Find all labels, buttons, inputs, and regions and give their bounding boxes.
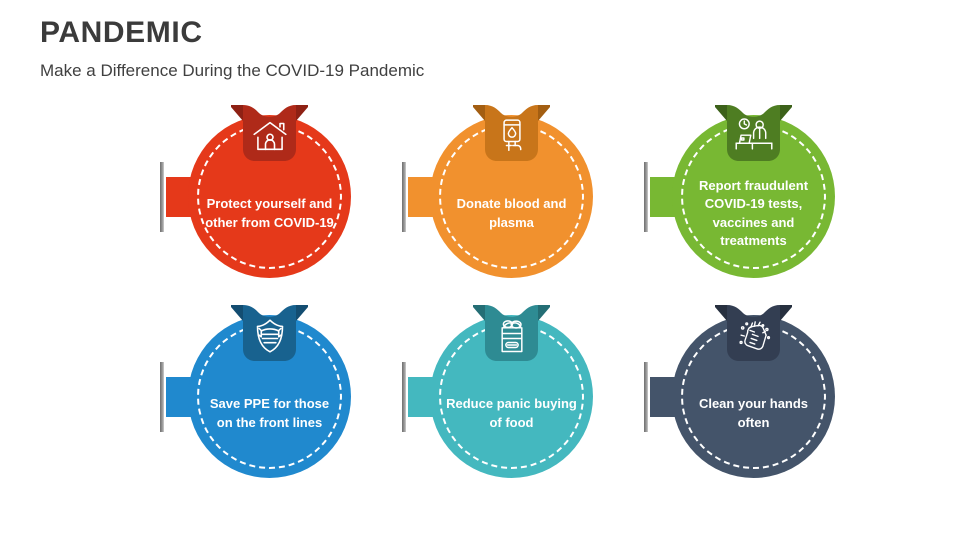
blood-bag-icon — [473, 113, 550, 159]
grocery-bag-icon — [473, 313, 550, 359]
page-title: PANDEMIC — [40, 16, 203, 49]
card-tail-endcap — [644, 362, 648, 432]
card-tail-endcap — [402, 162, 406, 232]
page-subtitle: Make a Difference During the COVID-19 Pa… — [40, 61, 425, 80]
infographic-card[interactable]: Save PPE for those on the front lines — [130, 305, 380, 495]
header: PANDEMIC Make a Difference During the CO… — [40, 16, 424, 81]
card-label: Report fraudulent COVID-19 tests, vaccin… — [698, 177, 809, 248]
infographic-grid: Protect yourself and other from COVID-19… — [0, 105, 960, 525]
infographic-card[interactable]: Report fraudulent COVID-19 tests, vaccin… — [614, 105, 864, 295]
clock-desk-worker-icon — [715, 113, 792, 159]
card-ribbon-tab — [473, 105, 550, 177]
card-tail-endcap — [644, 162, 648, 232]
card-ribbon-tab — [715, 305, 792, 377]
infographic-card[interactable]: Reduce panic buying of food — [372, 305, 622, 495]
card-tail-endcap — [160, 162, 164, 232]
card-label: Clean your hands often — [698, 396, 809, 430]
card-ribbon-tab — [231, 305, 308, 377]
washing-hands-icon — [715, 313, 792, 359]
infographic-card[interactable]: Donate blood and plasma — [372, 105, 622, 295]
card-ribbon-tab — [231, 105, 308, 177]
card-label: Donate blood and plasma — [456, 196, 567, 230]
card-label: Protect yourself and other from COVID-19 — [205, 196, 334, 230]
infographic-card[interactable]: Clean your hands often — [614, 305, 864, 495]
card-tail-endcap — [160, 362, 164, 432]
infographic-card[interactable]: Protect yourself and other from COVID-19 — [130, 105, 380, 295]
house-with-person-icon — [231, 113, 308, 159]
card-label: Save PPE for those on the front lines — [209, 396, 330, 430]
card-label: Reduce panic buying of food — [446, 396, 577, 430]
card-tail-endcap — [402, 362, 406, 432]
face-mask-shield-icon — [231, 313, 308, 359]
